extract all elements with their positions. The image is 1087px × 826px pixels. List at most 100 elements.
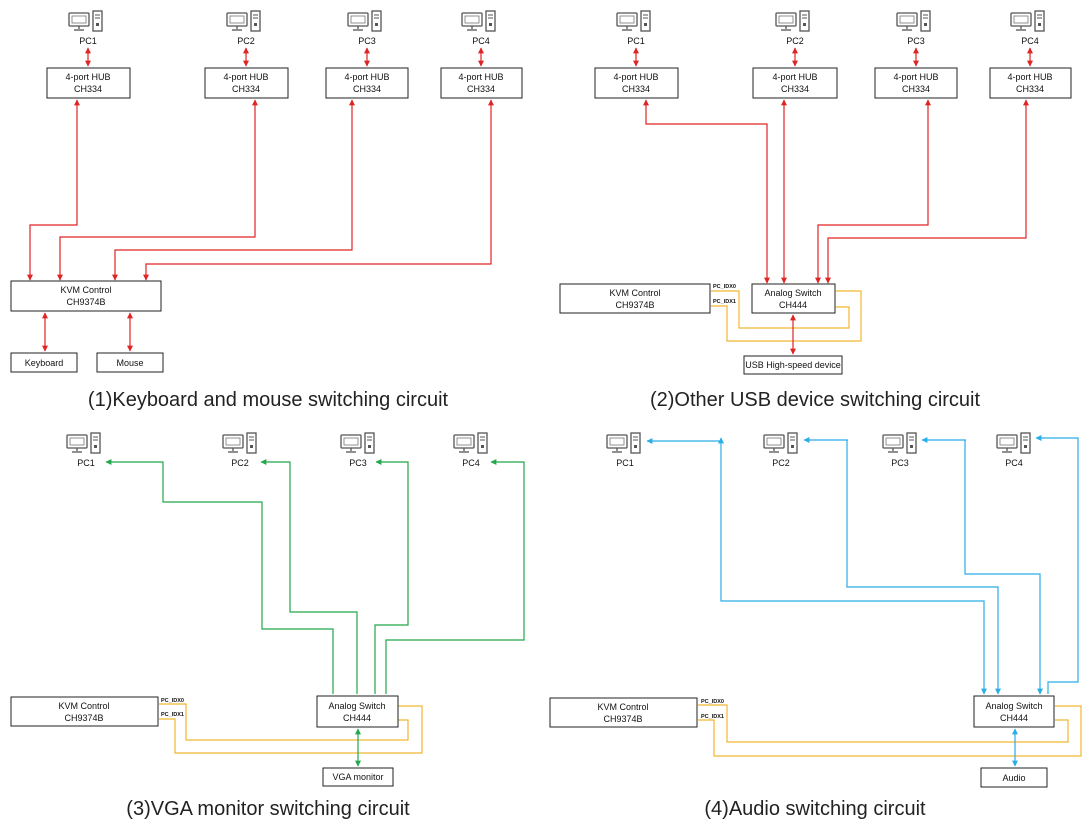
hub-label: 4-port HUB: [893, 72, 938, 82]
caption: (2)Other USB device switching circuit: [650, 389, 981, 411]
usb-link: [643, 99, 770, 284]
signal-label-idx0: PC_IDX0: [701, 699, 724, 705]
switch-label: Analog Switch: [764, 288, 821, 298]
usb-link: [57, 99, 258, 281]
panel-audio: PC1 PC2 PC3 PC4 KVM Control CH9374B PC_I…: [549, 432, 1082, 820]
hub-chip: CH334: [781, 84, 809, 94]
analog-switch-box: Analog Switch CH444: [973, 695, 1055, 728]
audio-link: [1035, 435, 1079, 694]
pc2-label: PC2: [772, 458, 790, 468]
pc4-label: PC4: [1021, 36, 1039, 46]
computer-desktop-icon: [461, 10, 496, 32]
audio-link: [846, 440, 1001, 695]
caption: (3)VGA monitor switching circuit: [126, 798, 410, 820]
vga-link: [105, 459, 334, 694]
computer-desktop-icon: [616, 10, 651, 32]
computer-desktop-icon: [453, 432, 488, 454]
pc4-label: PC4: [462, 458, 480, 468]
signal-label-idx0: PC_IDX0: [713, 284, 736, 290]
switch-label: Analog Switch: [985, 701, 1042, 711]
pc3-label: PC3: [891, 458, 909, 468]
usb-link: [27, 99, 80, 281]
audio-box: Audio: [980, 767, 1048, 788]
hub-box-pc4: 4-port HUB CH334: [440, 67, 523, 99]
panel-keyboard-mouse: PC1 PC2 PC3 PC4 4-port HUB CH334 4-port …: [10, 10, 523, 411]
vga-link: [374, 459, 409, 694]
vga-link: [385, 459, 525, 694]
control-line: [159, 703, 409, 741]
signal-label-idx1: PC_IDX1: [713, 299, 736, 305]
computer-desktop-icon: [896, 10, 931, 32]
hub-label: 4-port HUB: [1007, 72, 1052, 82]
kvm-control-box: KVM Control CH9374B: [10, 280, 162, 312]
hub-box-pc4: 4-port HUB CH334: [989, 67, 1072, 99]
kvm-control-box: KVM Control CH9374B: [549, 697, 698, 728]
switch-chip: CH444: [1000, 713, 1028, 723]
pc1-label: PC1: [79, 36, 97, 46]
usb-device-box: USB High-speed device: [743, 355, 843, 375]
pc2-label: PC2: [231, 458, 249, 468]
usb-link: [143, 99, 494, 281]
usb-link: [112, 99, 355, 281]
computer-desktop-icon: [226, 10, 261, 32]
pc3-label: PC3: [358, 36, 376, 46]
pc4-label: PC4: [1005, 458, 1023, 468]
signal-label-idx0: PC_IDX0: [161, 698, 184, 704]
kvm-chip: CH9374B: [615, 300, 654, 310]
control-line: [698, 705, 1082, 757]
keyboard-box: Keyboard: [10, 352, 78, 373]
computer-desktop-icon: [996, 432, 1031, 454]
hub-box-pc2: 4-port HUB CH334: [752, 67, 838, 99]
computer-desktop-icon: [1010, 10, 1045, 32]
hub-chip: CH334: [353, 84, 381, 94]
hub-label: 4-port HUB: [344, 72, 389, 82]
computer-desktop-icon: [340, 432, 375, 454]
hub-box-pc1: 4-port HUB CH334: [46, 67, 131, 99]
pc1-label: PC1: [77, 458, 95, 468]
kvm-chip: CH9374B: [66, 297, 105, 307]
switch-label: Analog Switch: [328, 701, 385, 711]
control-line: [159, 705, 423, 754]
computer-desktop-icon: [66, 432, 101, 454]
analog-switch-box: Analog Switch CH444: [751, 283, 836, 314]
caption: (4)Audio switching circuit: [704, 798, 926, 820]
hub-box-pc1: 4-port HUB CH334: [594, 67, 679, 99]
hub-label: 4-port HUB: [458, 72, 503, 82]
switch-chip: CH444: [343, 713, 371, 723]
hub-chip: CH334: [74, 84, 102, 94]
kvm-chip: CH9374B: [64, 713, 103, 723]
kvm-control-box: KVM Control CH9374B: [10, 696, 159, 727]
hub-chip: CH334: [1016, 84, 1044, 94]
pc3-label: PC3: [349, 458, 367, 468]
pc2-label: PC2: [786, 36, 804, 46]
hub-box-pc3: 4-port HUB CH334: [325, 67, 409, 99]
hub-label: 4-port HUB: [772, 72, 817, 82]
kvm-control-box: KVM Control CH9374B: [559, 283, 711, 314]
computer-desktop-icon: [347, 10, 382, 32]
pc4-label: PC4: [472, 36, 490, 46]
hub-label: 4-port HUB: [613, 72, 658, 82]
computer-desktop-icon: [882, 432, 917, 454]
hub-label: 4-port HUB: [223, 72, 268, 82]
kvm-label: KVM Control: [609, 288, 660, 298]
audio-link: [718, 437, 987, 695]
panel-usb-device: PC1 PC2 PC3 PC4 4-port HUB CH334 4-port …: [559, 10, 1072, 411]
pc3-label: PC3: [907, 36, 925, 46]
keyboard-label: Keyboard: [25, 358, 64, 368]
audio-link: [964, 440, 1043, 695]
computer-desktop-icon: [606, 432, 641, 454]
mouse-label: Mouse: [116, 358, 143, 368]
kvm-label: KVM Control: [597, 702, 648, 712]
computer-desktop-icon: [222, 432, 257, 454]
hub-chip: CH334: [467, 84, 495, 94]
vga-monitor-box: VGA monitor: [322, 767, 394, 787]
analog-switch-box: Analog Switch CH444: [316, 695, 399, 728]
signal-label-idx1: PC_IDX1: [161, 712, 184, 718]
vga-link: [260, 459, 358, 694]
computer-desktop-icon: [763, 432, 798, 454]
device-label: VGA monitor: [332, 772, 383, 782]
control-line: [698, 704, 1069, 743]
pc2-label: PC2: [237, 36, 255, 46]
caption: (1)Keyboard and mouse switching circuit: [88, 389, 449, 411]
computer-desktop-icon: [775, 10, 810, 32]
